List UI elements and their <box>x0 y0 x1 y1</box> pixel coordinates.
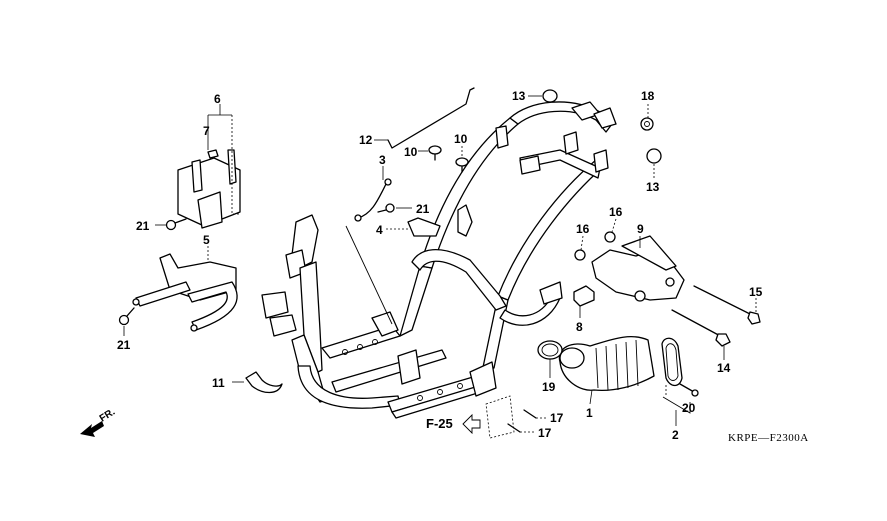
bushing-16a[interactable] <box>604 231 616 243</box>
reference-f25[interactable]: F-25 <box>426 413 481 435</box>
callout-10b[interactable]: 10 <box>454 132 468 146</box>
hanger-bolt-15[interactable] <box>693 285 761 325</box>
callout-19[interactable]: 19 <box>542 380 556 394</box>
callout-17a[interactable]: 17 <box>550 411 564 425</box>
callout-9[interactable]: 9 <box>637 222 644 236</box>
callout-1[interactable]: 1 <box>586 406 593 420</box>
collar-13b[interactable] <box>646 148 662 164</box>
callout-15[interactable]: 15 <box>749 285 763 299</box>
ground-wire-3[interactable] <box>354 178 392 222</box>
bolt-21b[interactable] <box>118 307 135 326</box>
callout-17b[interactable]: 17 <box>538 426 552 440</box>
callout-16b[interactable]: 16 <box>576 222 590 236</box>
front-direction-indicator: FR. <box>80 407 117 437</box>
hanger-bolt-14[interactable] <box>671 309 731 347</box>
callout-10a[interactable]: 10 <box>404 145 418 159</box>
cushion-10b[interactable] <box>455 157 469 173</box>
callout-12[interactable]: 12 <box>359 133 373 147</box>
air-duct-boot[interactable] <box>558 336 655 392</box>
collar-13a[interactable] <box>542 89 558 103</box>
callout-6[interactable]: 6 <box>214 92 221 106</box>
callout-16a[interactable]: 16 <box>609 205 623 219</box>
direction-arrow-icon <box>80 421 104 437</box>
callout-11[interactable]: 11 <box>212 376 225 390</box>
callout-14[interactable]: 14 <box>717 361 731 375</box>
callout-2[interactable]: 2 <box>672 428 679 442</box>
cable-clamp-11[interactable] <box>245 371 283 394</box>
callout-21b[interactable]: 21 <box>117 338 131 352</box>
callout-13a[interactable]: 13 <box>512 89 526 103</box>
callout-13b[interactable]: 13 <box>646 180 660 194</box>
callout-21a[interactable]: 21 <box>136 219 150 233</box>
pad-part <box>207 149 219 159</box>
callout-5[interactable]: 5 <box>203 233 210 247</box>
stopper-rubber-8[interactable] <box>573 285 595 307</box>
callout-labels: 6 7 21 5 21 11 12 10 10 3 21 4 13 18 13 … <box>117 89 763 442</box>
band-19[interactable] <box>537 340 563 360</box>
callout-7[interactable]: 7 <box>203 124 210 138</box>
callout-20[interactable]: 20 <box>682 401 696 415</box>
bushing-16b[interactable] <box>574 249 586 261</box>
frame-body[interactable] <box>261 101 617 419</box>
reference-label: F-25 <box>426 416 453 431</box>
callout-3[interactable]: 3 <box>379 153 386 167</box>
bolt-21c[interactable] <box>377 203 395 213</box>
leader-lines <box>123 95 757 439</box>
screw-20[interactable] <box>679 383 699 397</box>
rod-12[interactable] <box>387 87 475 149</box>
cushion-10a[interactable] <box>428 145 442 161</box>
nut-18[interactable] <box>640 117 654 131</box>
callout-4[interactable]: 4 <box>376 223 383 237</box>
rivet-17a[interactable] <box>523 409 537 419</box>
callout-18[interactable]: 18 <box>641 89 655 103</box>
callout-8[interactable]: 8 <box>576 320 583 334</box>
drawing-code: KRPE—F2300A <box>728 432 809 444</box>
bracket-assembly[interactable] <box>177 149 241 229</box>
reference-arrow-icon <box>462 413 481 435</box>
main-stand[interactable] <box>132 253 238 332</box>
bolt-21a[interactable] <box>165 218 187 231</box>
engine-hanger-link[interactable] <box>591 235 685 302</box>
rivet-17b[interactable] <box>507 423 521 433</box>
duct-grommet[interactable] <box>661 337 683 387</box>
callout-21c[interactable]: 21 <box>416 202 430 216</box>
bracket-4[interactable] <box>407 217 441 237</box>
